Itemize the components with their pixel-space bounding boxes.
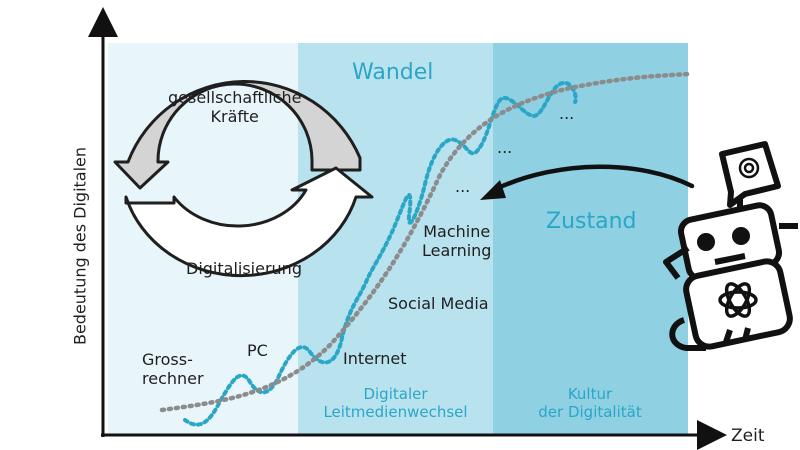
phase-band-3 — [493, 43, 688, 435]
phase-label-leitmedienwechsel: Digitaler Leitmedienwechsel — [323, 385, 468, 421]
growth-curve — [159, 71, 693, 413]
y-axis-label: Bedeutung des Digitalen — [70, 146, 90, 346]
milestone-pc: PC — [247, 341, 268, 360]
phase-label-digitalitaet: Kultur der Digitalität — [538, 385, 642, 421]
zustand-arrow-head — [480, 180, 506, 200]
knot-logo-icon — [718, 282, 758, 318]
heading-wandel: Wandel — [352, 60, 434, 85]
cycle-top-label: gesellschaftliche Kräfte — [168, 88, 302, 127]
ellipsis-3: ... — [559, 104, 575, 123]
chat-bubble-logo-icon — [738, 157, 760, 179]
x-axis-label: Zeit — [731, 426, 765, 446]
ellipsis-1: ... — [455, 177, 471, 196]
robot-icon — [663, 141, 798, 351]
cycle-arrow-bottom — [124, 166, 374, 278]
cycle-bottom-label: Digitalisierung — [186, 259, 302, 278]
wavy-transformation-curve — [183, 80, 578, 427]
cycle-arrow-top — [113, 80, 362, 190]
milestone-internet: Internet — [343, 349, 407, 368]
heading-zustand: Zustand — [546, 209, 637, 234]
milestone-machine-learning: Machine Learning — [422, 222, 492, 261]
zustand-arrow — [495, 164, 695, 191]
ellipsis-2: ... — [497, 138, 513, 157]
milestone-grossrechner: Gross- rechner — [142, 350, 204, 389]
milestone-social-media: Social Media — [388, 294, 489, 313]
